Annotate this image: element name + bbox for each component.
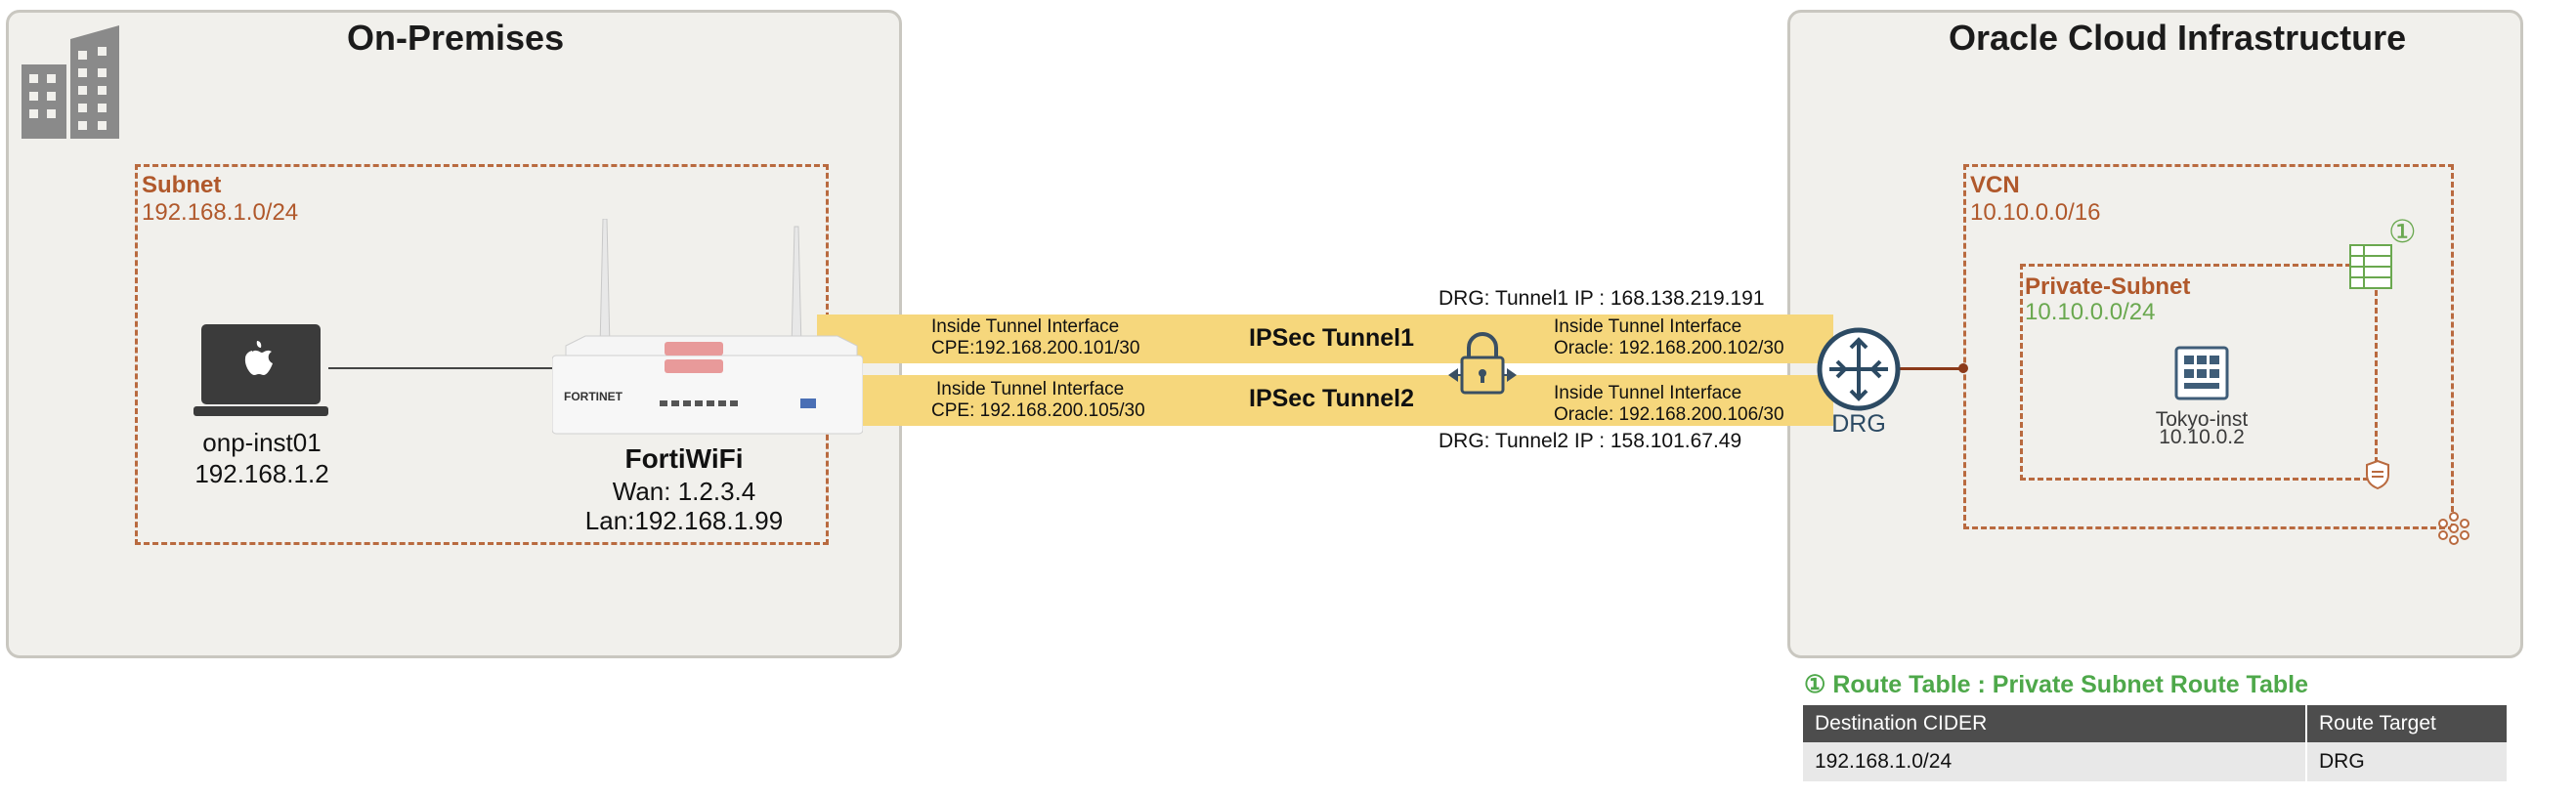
route-table-icon (2349, 244, 2392, 289)
route-table-marker: ① (2388, 214, 2417, 249)
router-brand-text: FORTINET (564, 390, 623, 403)
tunnel2-oracle-title: Inside Tunnel Interface (1554, 383, 1742, 403)
instance-ip: 10.10.0.2 (2159, 426, 2245, 448)
vcn-label: VCN (1970, 172, 2020, 198)
tunnel2-cpe-ip: CPE: 192.168.200.105/30 (931, 400, 1145, 421)
laptop-icon (193, 324, 328, 416)
router-name: FortiWiFi (624, 443, 744, 474)
router-lan: Lan:192.168.1.99 (584, 506, 784, 535)
tunnel1-oracle-title: Inside Tunnel Interface (1554, 316, 1742, 337)
private-subnet-label: Private-Subnet (2025, 273, 2191, 300)
tunnel1-name: IPSec Tunnel1 (1249, 324, 1415, 352)
instance-name: Tokyo-inst (2155, 408, 2249, 431)
drg-tunnel1-ip: DRG: Tunnel1 IP : 168.138.219.191 (1438, 287, 1765, 310)
compute-instance-icon (2174, 346, 2229, 400)
lan-link-line (328, 367, 567, 369)
private-subnet-box (2020, 264, 2378, 481)
fortiwifi-router-icon: FORTINET (552, 219, 863, 435)
private-subnet-cidr: 10.10.0.0/24 (2025, 299, 2156, 325)
vcn-cidr: 10.10.0.0/16 (1970, 199, 2101, 226)
onprem-title: On-Premises (347, 18, 565, 58)
route-table-header-target: Route Target (2305, 705, 2507, 742)
tunnel1-oracle-ip: Oracle: 192.168.200.102/30 (1554, 338, 1784, 358)
table-row: 192.168.1.0/24 DRG (1803, 742, 2507, 781)
tunnel2-oracle-ip: Oracle: 192.168.200.106/30 (1554, 404, 1784, 425)
route-destination-cell: 192.168.1.0/24 (1803, 742, 2306, 781)
route-table-header-destination: Destination CIDER (1803, 705, 2306, 742)
oci-panel (1787, 10, 2523, 658)
drg-link-dot (1958, 363, 1968, 373)
drg-icon (1817, 327, 1901, 411)
vcn-box (1963, 164, 2454, 529)
vpn-lock-icon (1448, 332, 1517, 395)
ipsec-tunnel1-band (817, 315, 1833, 363)
tunnel1-cpe-ip: CPE:192.168.200.101/30 (931, 338, 1140, 358)
security-list-icon (2366, 459, 2389, 490)
ipsec-tunnel2-band (817, 375, 1833, 426)
drg-label: DRG (1831, 410, 1886, 438)
route-table: Destination CIDER Route Target 192.168.1… (1803, 705, 2507, 781)
onprem-subnet-label: Subnet (142, 172, 222, 198)
route-table-title: ① Route Table : Private Subnet Route Tab… (1804, 671, 2308, 698)
drg-link-line (1898, 367, 1964, 370)
client-name: onp-inst01 (202, 428, 322, 457)
router-wan: Wan: 1.2.3.4 (612, 477, 756, 506)
onprem-panel (6, 10, 902, 658)
vcn-icon (2438, 512, 2469, 545)
route-target-cell: DRG (2305, 742, 2507, 781)
client-ip: 192.168.1.2 (194, 459, 329, 488)
tunnel2-cpe-title: Inside Tunnel Interface (936, 379, 1125, 399)
drg-tunnel2-ip: DRG: Tunnel2 IP : 158.101.67.49 (1438, 430, 1742, 452)
tunnel2-name: IPSec Tunnel2 (1249, 385, 1415, 412)
building-icon (21, 25, 119, 139)
oci-title: Oracle Cloud Infrastructure (1949, 18, 2407, 58)
onprem-subnet-cidr: 192.168.1.0/24 (142, 199, 299, 226)
tunnel1-cpe-title: Inside Tunnel Interface (931, 316, 1120, 337)
